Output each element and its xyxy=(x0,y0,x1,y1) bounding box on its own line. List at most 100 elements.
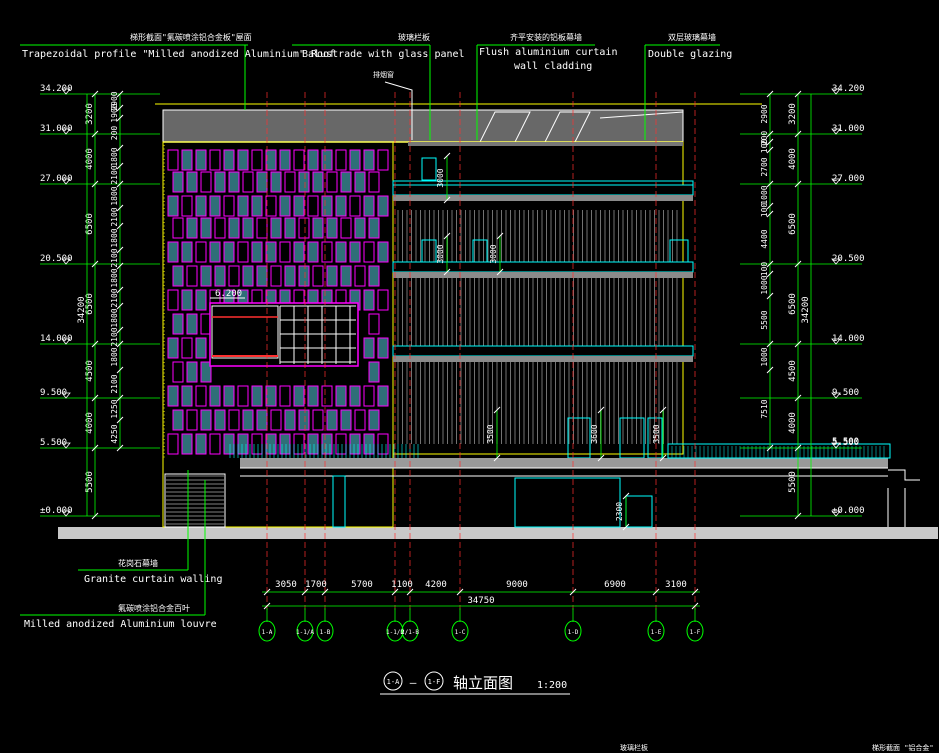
roof-edge xyxy=(408,142,683,146)
facade-panel xyxy=(321,195,333,217)
facade-panel xyxy=(298,409,310,431)
footer-label-2: 梯形截面 "铝合金" xyxy=(872,743,934,752)
facade-panel xyxy=(214,265,226,287)
level-label: 20.500 xyxy=(832,254,865,264)
facade-panel xyxy=(256,409,268,431)
dim-label: 1800 xyxy=(110,228,119,247)
facade-panel xyxy=(363,241,375,263)
level-label: 31.000 xyxy=(832,124,865,134)
facade-panel xyxy=(284,217,296,239)
facade-panel xyxy=(256,217,268,239)
facade-panel xyxy=(349,149,361,171)
facade-panel xyxy=(307,385,319,407)
facade-panel xyxy=(363,289,375,311)
level-label: 14.000 xyxy=(40,334,73,344)
facade-panel xyxy=(242,171,254,193)
facade-panel xyxy=(237,385,249,407)
facade-panel xyxy=(349,195,361,217)
axis-bubble xyxy=(401,620,419,642)
dim-label: 6500 xyxy=(788,293,798,315)
facade-panel xyxy=(186,361,198,383)
facade-panel xyxy=(270,171,282,193)
level-triangle xyxy=(831,258,841,265)
facade-panel xyxy=(265,385,277,407)
facade-panel xyxy=(340,265,352,287)
facade-panel xyxy=(377,241,389,263)
facade-panel xyxy=(186,265,198,287)
dim-tick xyxy=(766,444,774,452)
granite-label-en: Granite curtain walling xyxy=(84,574,222,585)
dim-tick xyxy=(263,588,271,596)
dim-label: 2100 xyxy=(110,207,119,226)
facade-panel xyxy=(335,385,347,407)
facade-panel xyxy=(223,433,235,455)
dim-label: 5500 xyxy=(85,471,95,493)
facade-panel xyxy=(242,217,254,239)
dim-tick xyxy=(691,588,699,596)
facade-panel xyxy=(377,195,389,217)
level-label: ±0.000 xyxy=(832,506,865,516)
dim-label: 3200 xyxy=(85,103,95,125)
facade-panel xyxy=(293,433,305,455)
facade-panel xyxy=(214,171,226,193)
roof-band xyxy=(155,103,762,143)
dim-tick xyxy=(91,512,99,520)
roof-label-en: Trapezoidal profile "Milled anodized Alu… xyxy=(22,49,335,60)
facade-panel xyxy=(172,361,184,383)
facade-panel xyxy=(167,149,179,171)
dim-tick xyxy=(794,260,802,268)
level-label: 34.200 xyxy=(40,84,73,94)
facade-panel xyxy=(363,433,375,455)
facade-panel xyxy=(195,241,207,263)
level-triangle xyxy=(61,392,71,399)
facade-panel xyxy=(251,433,263,455)
dim-total: 34200 xyxy=(77,296,87,323)
facade-panel xyxy=(340,409,352,431)
dim-tick xyxy=(91,130,99,138)
dim-label: 1900 xyxy=(110,103,119,122)
facade-panel xyxy=(181,433,193,455)
facade-panel xyxy=(186,409,198,431)
facade-panel xyxy=(172,409,184,431)
facade-panel xyxy=(326,217,338,239)
facade-panel xyxy=(340,171,352,193)
facade-panel xyxy=(265,195,277,217)
dim-label: 1000 xyxy=(760,275,769,294)
balustrade-glass xyxy=(392,345,694,357)
facade-panel xyxy=(298,171,310,193)
level-label: 31.000 xyxy=(40,124,73,134)
dim-label: 4500 xyxy=(85,360,95,382)
facade-panel xyxy=(200,361,212,383)
axis-bubble xyxy=(686,620,704,642)
facade-panel xyxy=(368,409,380,431)
top-annotations: 梯形截面"氟碳喷涂铝合金板"屋面 Trapezoidal profile "Mi… xyxy=(20,32,732,140)
facade-panel xyxy=(181,289,193,311)
facade-panel xyxy=(181,385,193,407)
axis-bubble xyxy=(386,620,404,642)
facade-panel xyxy=(354,171,366,193)
dim-tick xyxy=(766,138,774,146)
facade-panel xyxy=(223,241,235,263)
facade-panel xyxy=(335,433,347,455)
dim-tick xyxy=(659,406,667,414)
axis-dim-label: 1100 xyxy=(391,580,413,590)
facade-panel xyxy=(195,195,207,217)
facade-panel xyxy=(307,241,319,263)
facade-panel xyxy=(186,171,198,193)
dim-tick xyxy=(766,366,774,374)
facade-panel xyxy=(307,433,319,455)
dim-tick xyxy=(493,406,501,414)
roof-label-cn: 梯形截面"氟碳喷涂铝合金板"屋面 xyxy=(130,32,252,42)
dim-tick xyxy=(766,90,774,98)
dims-left: 3200400065006500450040005500342002900190… xyxy=(77,90,124,520)
dim-tick xyxy=(263,602,271,610)
dim-label: 2100 xyxy=(110,374,119,393)
level-triangle xyxy=(831,88,841,95)
dim-tick xyxy=(766,270,774,278)
level-label: 27.000 xyxy=(832,174,865,184)
axis-bubble xyxy=(258,620,276,642)
facade-panel xyxy=(223,385,235,407)
